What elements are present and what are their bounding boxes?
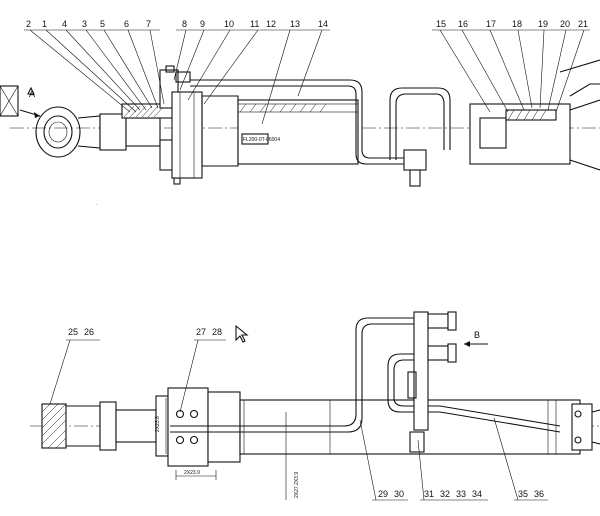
bolt-hole-2 <box>189 409 199 419</box>
label-32: 32 <box>440 489 450 499</box>
rod-eye-bore <box>43 115 73 149</box>
label-20: 20 <box>560 19 570 29</box>
bolt-hole-4 <box>189 435 199 445</box>
label-14: 14 <box>318 19 328 29</box>
bolt-hole-3 <box>175 435 185 445</box>
top-section-view: A <box>0 19 600 187</box>
label-27: 27 <box>196 327 206 337</box>
piston-hatch <box>507 109 547 121</box>
label-5: 5 <box>100 19 105 29</box>
label-17: 17 <box>486 19 496 29</box>
label-19: 19 <box>538 19 548 29</box>
label-34: 34 <box>472 489 482 499</box>
label-2: 2 <box>26 19 31 29</box>
label-4: 4 <box>62 19 67 29</box>
bottom-leaders <box>49 339 548 501</box>
label-13: 13 <box>290 19 300 29</box>
svg-text:·: · <box>96 202 98 208</box>
fitting-2 <box>427 345 449 361</box>
head-body <box>201 95 239 167</box>
label-9: 9 <box>200 19 205 29</box>
oil-tube-top <box>190 79 406 159</box>
label-6: 6 <box>124 19 129 29</box>
piston <box>479 117 507 149</box>
label-33: 33 <box>456 489 466 499</box>
nameplate <box>241 133 269 145</box>
oil-tube-bottom-1 <box>170 317 416 427</box>
piston-rod-bottom <box>115 409 157 443</box>
top-item-labels: 2 1 4 3 5 6 7 8 9 10 11 12 13 14 15 16 1… <box>26 19 588 29</box>
label-1: 1 <box>42 19 47 29</box>
bottom-item-labels: 25 26 27 28 29 30 31 32 33 34 35 36 <box>68 327 544 499</box>
label-7: 7 <box>146 19 151 29</box>
piston-seal <box>505 109 557 121</box>
cursor-arrow-icon <box>235 324 249 343</box>
rod-eye-outer <box>35 106 81 158</box>
section-triangle-icon <box>27 86 35 95</box>
section-symbol-box <box>0 85 19 117</box>
label-35: 35 <box>518 489 528 499</box>
cylinder-barrel <box>237 99 359 165</box>
label-21: 21 <box>578 19 588 29</box>
rear-bolt-1 <box>574 410 582 418</box>
top-leaders <box>24 29 590 125</box>
rear-bolt-2 <box>574 436 582 444</box>
label-8: 8 <box>182 19 187 29</box>
bottom-side-view: B 2X23.8 2X23.9 2X27.2X3.9 25 26 27 <box>30 311 600 501</box>
label-18: 18 <box>512 19 522 29</box>
rod-end-hatch <box>41 403 67 449</box>
label-31: 31 <box>424 489 434 499</box>
rod-end-block-bottom <box>41 403 67 449</box>
tube-clamp-bottom <box>409 431 425 453</box>
head-flange-bottom <box>167 387 209 467</box>
label-25: 25 <box>68 327 78 337</box>
dimension-tube: 2X27.2X3.9 <box>294 472 300 498</box>
fitting-1 <box>427 313 449 329</box>
rear-cap-line <box>569 83 600 97</box>
label-36: 36 <box>534 489 544 499</box>
oil-tube-bottom-2 <box>387 353 561 433</box>
oil-tube-loop <box>389 87 451 160</box>
tube-clamp <box>403 149 427 171</box>
nameplate-text: FL200-0T-06004 <box>243 137 280 143</box>
piston-rod <box>125 117 161 147</box>
label-30: 30 <box>394 489 404 499</box>
dimension-vertical: 2X23.8 <box>155 416 161 432</box>
label-15: 15 <box>436 19 446 29</box>
label-29: 29 <box>378 489 388 499</box>
view-marker-b: B <box>474 330 480 340</box>
label-11: 11 <box>250 19 259 29</box>
head-flange <box>171 91 203 179</box>
label-3: 3 <box>82 19 87 29</box>
bolt-hole-1 <box>175 409 185 419</box>
rod-end-block <box>99 113 127 151</box>
label-10: 10 <box>224 19 234 29</box>
section-marker: A <box>29 89 35 99</box>
label-12: 12 <box>266 19 276 29</box>
label-26: 26 <box>84 327 94 337</box>
rear-cap-bottom <box>571 403 593 451</box>
label-16: 16 <box>458 19 468 29</box>
label-28: 28 <box>212 327 222 337</box>
manifold-block <box>413 311 429 431</box>
barrel-hatch <box>239 103 327 113</box>
dimension-horizontal: 2X23.9 <box>184 470 200 476</box>
